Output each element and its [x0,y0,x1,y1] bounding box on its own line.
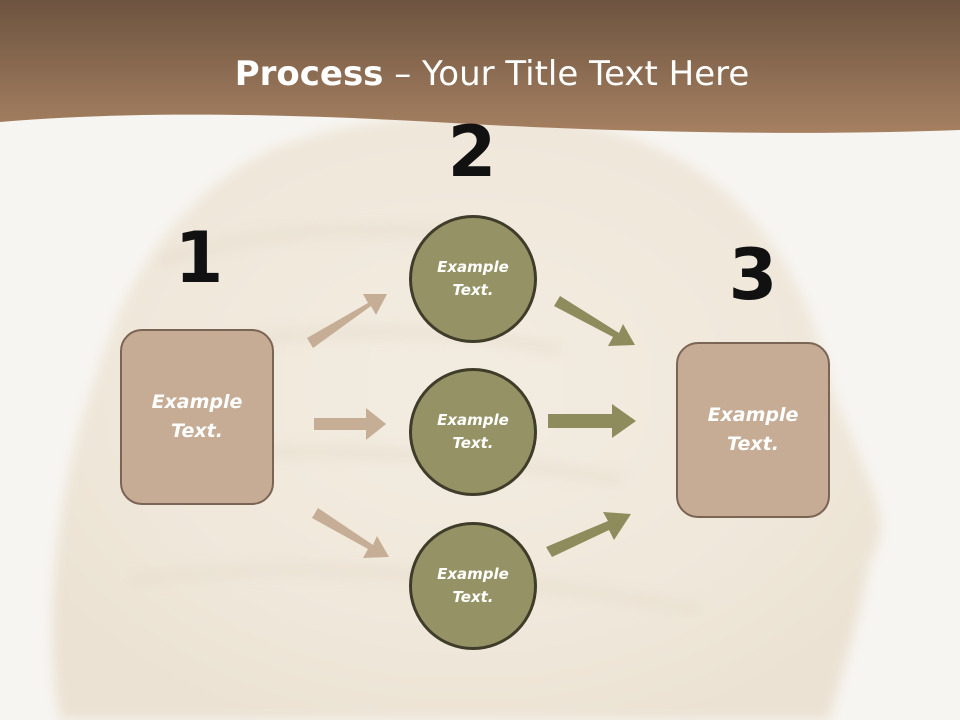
circle-bottom-text: Example Text. [437,565,509,606]
circle-middle-text: Example Text. [437,411,509,452]
right-box[interactable]: Example Text. [676,342,830,518]
arrow-left-down [312,508,389,558]
step-number-1: 1 [174,217,224,299]
title-rest: – Your Title Text Here [383,54,750,94]
left-arrows [307,294,389,558]
arrow-left-middle [314,408,386,440]
slide-title: Process – Your Title Text Here [0,52,960,96]
arrow-left-up [307,294,387,348]
right-box-text: Example Text. [707,404,799,455]
step-number-3: 3 [728,234,778,316]
title-bold: Process [234,54,384,94]
left-box-text: Example Text. [151,391,243,442]
arrow-right-up [554,296,635,346]
arrow-right-middle [548,404,636,438]
arrow-right-down [546,512,631,557]
right-arrows [546,296,636,557]
scoop-texture [118,224,701,615]
header-band [0,0,960,133]
circle-middle[interactable]: Example Text. [409,368,537,496]
circle-bottom[interactable]: Example Text. [409,522,537,650]
circle-top[interactable]: Example Text. [409,215,537,343]
circle-top-text: Example Text. [437,258,509,299]
step-number-2: 2 [447,111,497,193]
left-box[interactable]: Example Text. [120,329,274,505]
